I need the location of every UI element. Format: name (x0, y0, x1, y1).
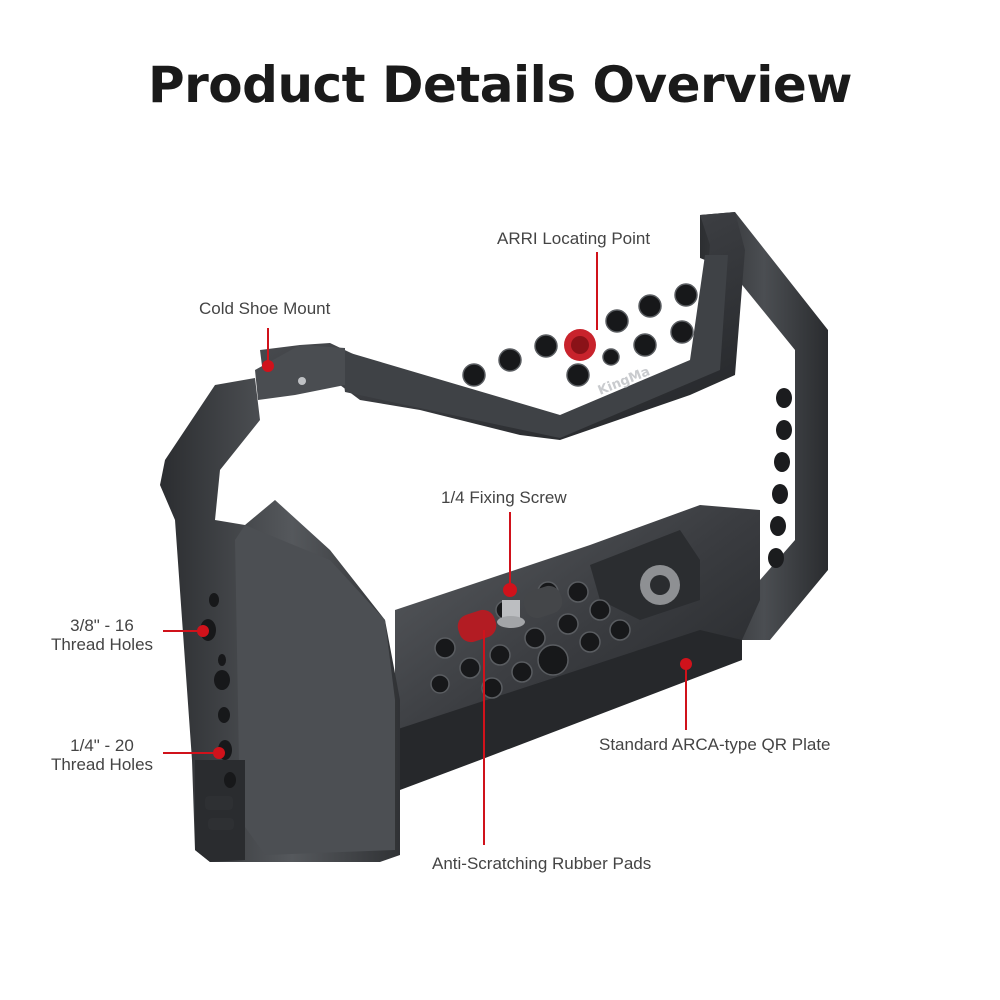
arri-locating-point-label: ARRI Locating Point (497, 229, 651, 248)
thread-size-38: 3/8" - 16 (70, 616, 134, 635)
cold-shoe-mount-label: Cold Shoe Mount (199, 299, 331, 318)
side-holes (768, 388, 792, 568)
rubber-pads-label: Anti-Scratching Rubber Pads (432, 854, 652, 873)
thread-holes-14-text: Thread Holes (50, 755, 154, 774)
fixing-screw-label: 1/4 Fixing Screw (441, 488, 567, 507)
thread-holes-14-label: 1/4" - 20 Thread Holes (40, 736, 164, 774)
page-title: Product Details Overview (148, 56, 853, 114)
red-rubber-pad (457, 609, 497, 643)
thread-holes-38-label: 3/8" - 16 Thread Holes (40, 616, 164, 654)
arca-qr-plate-label: Standard ARCA-type QR Plate (599, 735, 831, 754)
thread-size-14: 1/4" - 20 (70, 736, 134, 755)
thread-holes-38-text: Thread Holes (50, 635, 154, 654)
